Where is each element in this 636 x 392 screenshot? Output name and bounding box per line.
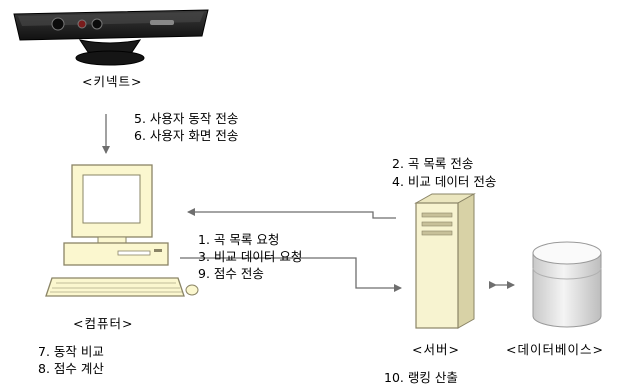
database-label: <데이터베이스> [506, 342, 604, 357]
server-label: <서버> [412, 342, 460, 357]
step-label: 3. 비교 데이터 요청 [198, 249, 303, 264]
step-label: 10. 랭킹 산출 [384, 370, 458, 385]
step-label: 9. 점수 전송 [198, 266, 264, 281]
kinect-sensor-icon [13, 9, 209, 66]
step-label: 6. 사용자 화면 전송 [134, 128, 239, 143]
step-label: 2. 곡 목록 전송 [392, 156, 474, 171]
step-label: 4. 비교 데이터 전송 [392, 174, 497, 189]
step-label: 5. 사용자 동작 전송 [134, 111, 239, 126]
database-icon [532, 241, 602, 328]
computer-icon [45, 164, 199, 297]
arrow-computer-to-server [180, 257, 402, 292]
step-label: 1. 곡 목록 요청 [198, 232, 280, 247]
server-icon [414, 193, 476, 329]
computer-label: <컴퓨터> [73, 316, 134, 331]
kinect-label: <키넥트> [82, 74, 143, 89]
step-label: 7. 동작 비교 [38, 344, 104, 359]
step-label: 8. 점수 계산 [38, 361, 104, 376]
arrow-server-to-computer [187, 208, 396, 219]
